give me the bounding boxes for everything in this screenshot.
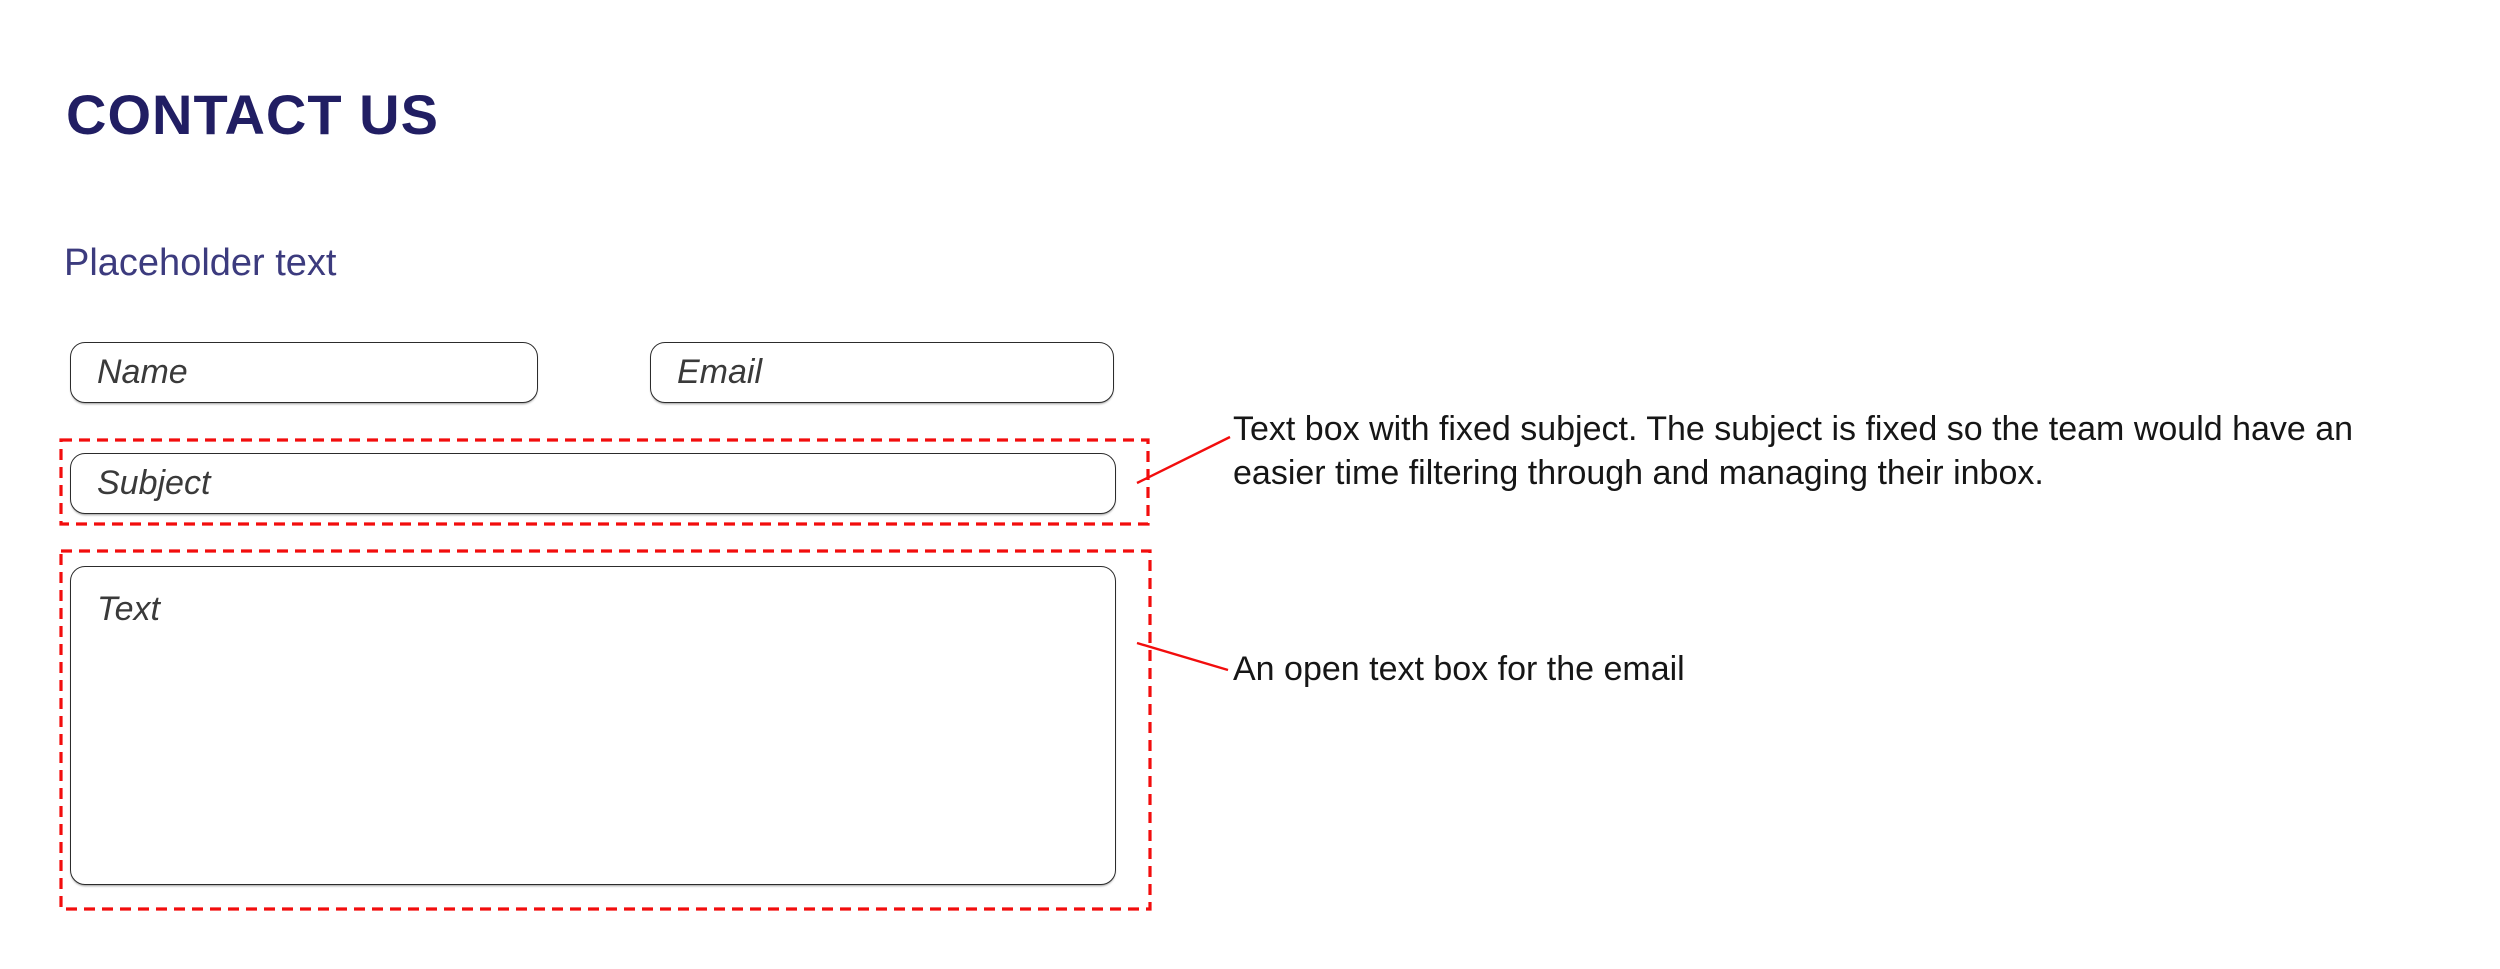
subject-connector-line bbox=[1136, 435, 1231, 485]
subject-annotation-note: Text box with fixed subject. The subject… bbox=[1233, 410, 2354, 492]
message-textarea[interactable] bbox=[70, 566, 1116, 885]
message-connector-line bbox=[1136, 641, 1229, 672]
subject-input[interactable] bbox=[70, 453, 1116, 514]
message-annotation-note: An open text box for the email bbox=[1233, 650, 1685, 688]
name-input[interactable] bbox=[70, 342, 538, 403]
section-label: Placeholder text bbox=[64, 242, 337, 284]
email-input[interactable] bbox=[650, 342, 1114, 403]
page-title: CONTACT US bbox=[66, 83, 439, 146]
